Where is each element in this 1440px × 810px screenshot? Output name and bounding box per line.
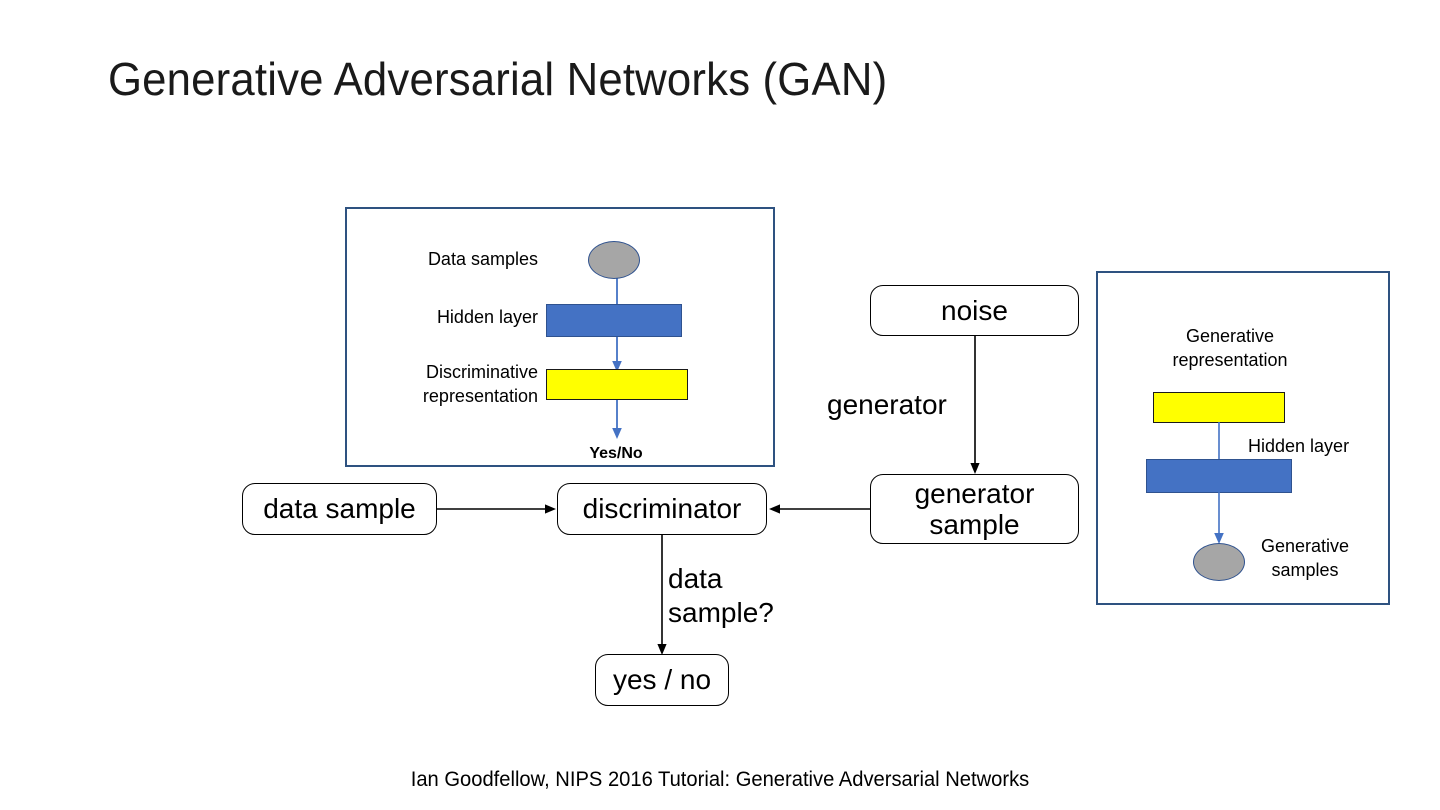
page-title: Generative Adversarial Networks (GAN) (108, 53, 888, 105)
data-samples-node-icon (588, 241, 640, 279)
flow-box-yes-no[interactable]: yes / no (595, 654, 729, 706)
edge-label-data-sample-question: data sample? (668, 563, 774, 628)
arrow-representation-to-output (607, 399, 627, 441)
arrow-noise-to-generator-sample (965, 336, 985, 476)
edge-label-generator: generator (827, 389, 947, 420)
label-yes-no-output: Yes/No (589, 445, 643, 462)
hidden-layer-bar-discriminator (546, 304, 682, 337)
label-discriminative-representation: Discriminative representation (422, 362, 538, 407)
arrow-hidden-to-generative-samples (1209, 492, 1229, 546)
footer-caption: Ian Goodfellow, NIPS 2016 Tutorial: Gene… (410, 768, 1030, 791)
label-generative-representation: Generative representation (1172, 326, 1288, 371)
arrow-generator-sample-to-discriminator (767, 499, 871, 519)
flow-box-generator-sample[interactable]: generator sample (870, 474, 1079, 544)
arrow-hidden-to-representation (607, 336, 627, 374)
label-data-samples: Data samples (427, 249, 538, 269)
discriminator-detail-panel (345, 207, 775, 467)
flow-box-discriminator[interactable]: discriminator (557, 483, 767, 535)
label-hidden-layer-discriminator: Hidden layer (436, 307, 538, 327)
flow-box-noise[interactable]: noise (870, 285, 1079, 336)
generator-detail-panel (1096, 271, 1390, 605)
label-generative-samples: Generative samples (1260, 536, 1350, 581)
hidden-layer-bar-generator (1146, 459, 1292, 493)
generative-representation-bar (1153, 392, 1285, 423)
arrow-discriminator-to-yes-no (652, 535, 672, 657)
generative-samples-node-icon (1193, 543, 1245, 581)
flow-box-data-sample[interactable]: data sample (242, 483, 437, 535)
arrow-data-sample-to-discriminator (437, 499, 559, 519)
discriminative-representation-bar (546, 369, 688, 400)
arrow-generative-representation-to-hidden (1209, 422, 1229, 460)
label-hidden-layer-generator: Hidden layer (1248, 436, 1350, 456)
